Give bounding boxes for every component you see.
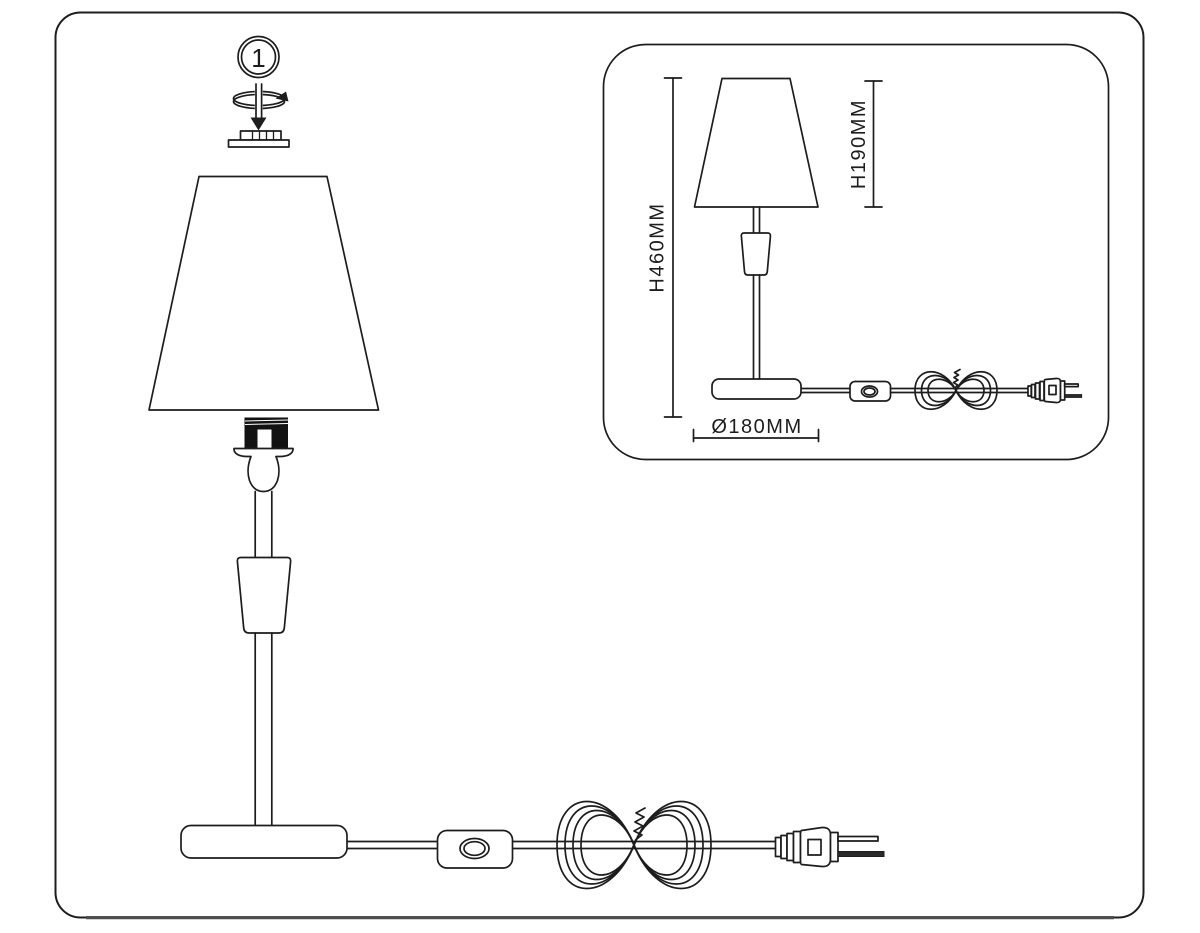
inset-cord-coil bbox=[914, 368, 998, 411]
outer-frame bbox=[54, 11, 1145, 920]
lamp-stem bbox=[236, 490, 292, 827]
stem-cone bbox=[236, 556, 292, 634]
step-number: 1 bbox=[251, 43, 265, 73]
shade-ring-part bbox=[227, 130, 290, 148]
plug-prong-top bbox=[837, 835, 879, 842]
step-circle-inner bbox=[240, 39, 277, 75]
power-plug bbox=[774, 826, 885, 868]
inline-switch bbox=[436, 829, 514, 869]
dimension-total-height: H460MM bbox=[646, 77, 683, 418]
spec-inset: H460MM H190MM Ø180MM bbox=[602, 43, 1110, 461]
lamp-base bbox=[180, 824, 348, 859]
step-indicator: 1 bbox=[237, 35, 280, 79]
lamp-socket bbox=[233, 417, 294, 493]
inset-lamp-base bbox=[711, 378, 802, 400]
lamp-shade bbox=[148, 175, 380, 411]
shade-height-label: H190MM bbox=[848, 99, 870, 189]
base-diameter-label: Ø180MM bbox=[711, 416, 802, 438]
frame-border bbox=[54, 11, 1145, 919]
down-arrowhead bbox=[250, 117, 267, 131]
ring-flange bbox=[227, 139, 290, 148]
main-lamp-illustration bbox=[148, 175, 885, 890]
inset-border bbox=[602, 43, 1110, 461]
inset-power-plug bbox=[1027, 377, 1083, 404]
inset-lamp-illustration bbox=[693, 77, 1083, 411]
plug-body bbox=[799, 826, 832, 868]
cord-tie bbox=[633, 807, 646, 841]
total-height-label: H460MM bbox=[646, 202, 668, 292]
inset-stem-cone bbox=[740, 232, 772, 276]
plug-prong-bottom bbox=[837, 851, 885, 857]
inset-cord-tie bbox=[952, 368, 961, 390]
step-circle-outer bbox=[237, 35, 280, 79]
switch-button bbox=[459, 837, 490, 860]
inset-switch bbox=[849, 380, 892, 402]
dimension-shade-height: H190MM bbox=[848, 80, 883, 208]
inset-lamp-shade bbox=[693, 77, 819, 208]
rotation-arrow-icon bbox=[232, 83, 289, 131]
dimension-base-diameter: Ø180MM bbox=[692, 416, 820, 443]
rotation-arrowhead bbox=[275, 91, 289, 102]
cord-coil bbox=[556, 800, 712, 890]
socket-cup bbox=[233, 447, 294, 493]
